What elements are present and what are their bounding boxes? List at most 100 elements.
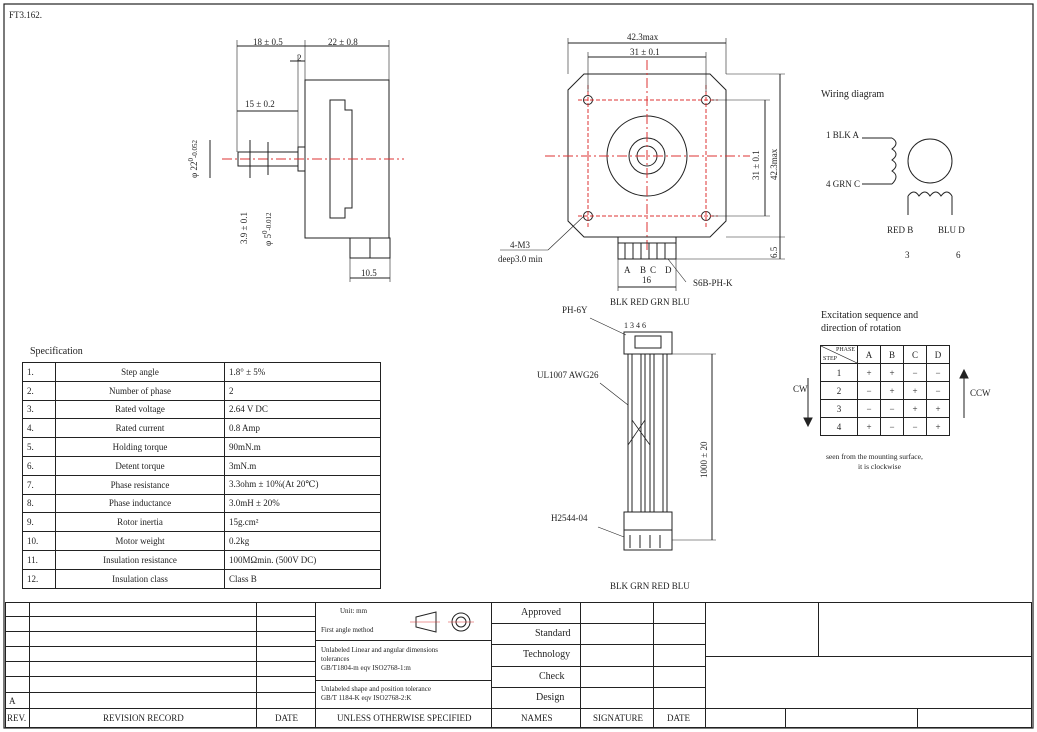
m3-label: 4-M3 xyxy=(510,240,530,250)
excitation-cell: + xyxy=(880,381,904,400)
cable-length: 1000 ± 20 xyxy=(699,441,709,478)
dim-16: 16 xyxy=(642,275,651,285)
spec-value: 3.3ohm ± 10%(At 20℃) xyxy=(224,474,381,495)
spec-value: 2.64 V DC xyxy=(224,399,381,420)
unless-specified: UNLESS OTHERWISE SPECIFIED xyxy=(337,713,472,723)
names-header: NAMES xyxy=(521,713,553,723)
excitation-note-1: seen from the mounting surface, xyxy=(826,452,923,461)
excitation-cell: + xyxy=(857,417,881,436)
excitation-col-c: C xyxy=(903,345,927,364)
dim-42-3max-w: 42.3max xyxy=(627,32,659,42)
cable-pins: 1 3 4 6 xyxy=(624,321,646,330)
spec-name: Insulation class xyxy=(55,568,225,589)
excitation-title-2: direction of rotation xyxy=(821,323,901,334)
spec-value: 2 xyxy=(224,380,381,401)
first-angle-label: First angle method xyxy=(321,626,374,634)
drawing-code: FT3.162. xyxy=(9,10,43,20)
dim-10-5: 10.5 xyxy=(361,268,377,278)
dim-phi22: φ 220-0.052 xyxy=(187,139,199,178)
spec-no: 1. xyxy=(22,362,56,382)
pin-d: D xyxy=(665,265,672,275)
ph6y-label: PH-6Y xyxy=(562,305,588,315)
cable-colors: BLK GRN RED BLU xyxy=(610,581,690,591)
spec-name: Holding torque xyxy=(55,437,225,457)
first-angle-symbol xyxy=(410,611,474,633)
pin-c: C xyxy=(650,265,657,275)
date2-header: DATE xyxy=(667,713,690,723)
unit-label: Unit: mm xyxy=(340,607,368,615)
rotation-arrows xyxy=(803,368,969,428)
ccw-label: CCW xyxy=(970,388,991,398)
spec-title: Specification xyxy=(30,346,83,357)
spec-no: 3. xyxy=(22,399,56,420)
spec-no: 11. xyxy=(22,549,56,570)
spec-name: Phase resistance xyxy=(55,474,225,495)
excitation-cell: − xyxy=(880,399,904,418)
spec-name: Phase inductance xyxy=(55,493,225,514)
excitation-row: 2−++− xyxy=(820,381,950,400)
spec-value: 1.8° ± 5% xyxy=(224,362,381,382)
spec-value: 0.8 Amp xyxy=(224,418,381,439)
spec-value: 100MΩmin. (500V DC) xyxy=(224,549,381,570)
wiring-n3: 3 xyxy=(905,250,910,260)
connector-label: S6B-PH-K xyxy=(693,278,733,288)
dim-22: 22 ± 0.8 xyxy=(328,37,358,47)
excitation-row: 4+−−+ xyxy=(820,417,950,436)
linear-tol-1: Unlabeled Linear and angular dimensions xyxy=(321,646,439,654)
standard-label: Standard xyxy=(535,628,571,639)
excitation-title-1: Excitation sequence and xyxy=(821,310,919,321)
pin-a: A xyxy=(624,265,631,275)
spec-no: 5. xyxy=(22,437,56,457)
ph6y-housing xyxy=(623,331,673,355)
spec-value: Class B xyxy=(224,568,381,589)
m3-depth: deep3.0 min xyxy=(498,254,543,264)
dim-15: 15 ± 0.2 xyxy=(245,99,275,109)
excitation-step: 2 xyxy=(820,381,858,400)
motor-face xyxy=(567,73,727,238)
coil-ac xyxy=(891,137,897,185)
design-label: Design xyxy=(536,692,565,703)
ul-label: UL1007 AWG26 xyxy=(537,370,599,380)
spec-name: Insulation resistance xyxy=(55,549,225,570)
excitation-col-d: D xyxy=(926,345,950,364)
spec-name: Rated voltage xyxy=(55,399,225,420)
dim-18: 18 ± 0.5 xyxy=(253,37,283,47)
spec-name: Number of phase xyxy=(55,380,225,401)
spec-name: Rotor inertia xyxy=(55,512,225,533)
front-connector xyxy=(617,236,677,260)
wiring-diagram xyxy=(862,137,953,215)
spec-value: 15g.cm² xyxy=(224,512,381,533)
h2544-label: H2544-04 xyxy=(551,513,588,523)
linear-tol-3: GB/T1804-m eqv ISO2768-1:m xyxy=(321,664,411,672)
excitation-col-a: A xyxy=(857,345,881,364)
excitation-row: 3−−++ xyxy=(820,399,950,418)
excitation-row: 1++−− xyxy=(820,363,950,382)
dim-31-w: 31 ± 0.1 xyxy=(630,47,660,57)
shape-tol-2: GB/T 1184-K eqv ISO2768-2:K xyxy=(321,694,412,702)
cw-arrow xyxy=(803,417,813,428)
spec-name: Motor weight xyxy=(55,531,225,551)
excitation-col-b: B xyxy=(880,345,904,364)
rev-header: REV. xyxy=(7,713,27,723)
excitation-cell: − xyxy=(926,381,950,400)
excitation-table: PHASE STEP A B C D 1++−−2−++−3−−++4+−−+ xyxy=(820,345,950,436)
excitation-step: 1 xyxy=(820,363,858,382)
wiring-blk: 1 BLK A xyxy=(826,130,860,140)
shape-tol-1: Unlabeled shape and position tolerance xyxy=(321,685,432,693)
technology-label: Technology xyxy=(523,649,571,660)
signature-header: SIGNATURE xyxy=(593,713,644,723)
excitation-cell: + xyxy=(926,417,950,436)
excitation-step: 3 xyxy=(820,399,858,418)
dim-2: 2 xyxy=(297,53,302,63)
